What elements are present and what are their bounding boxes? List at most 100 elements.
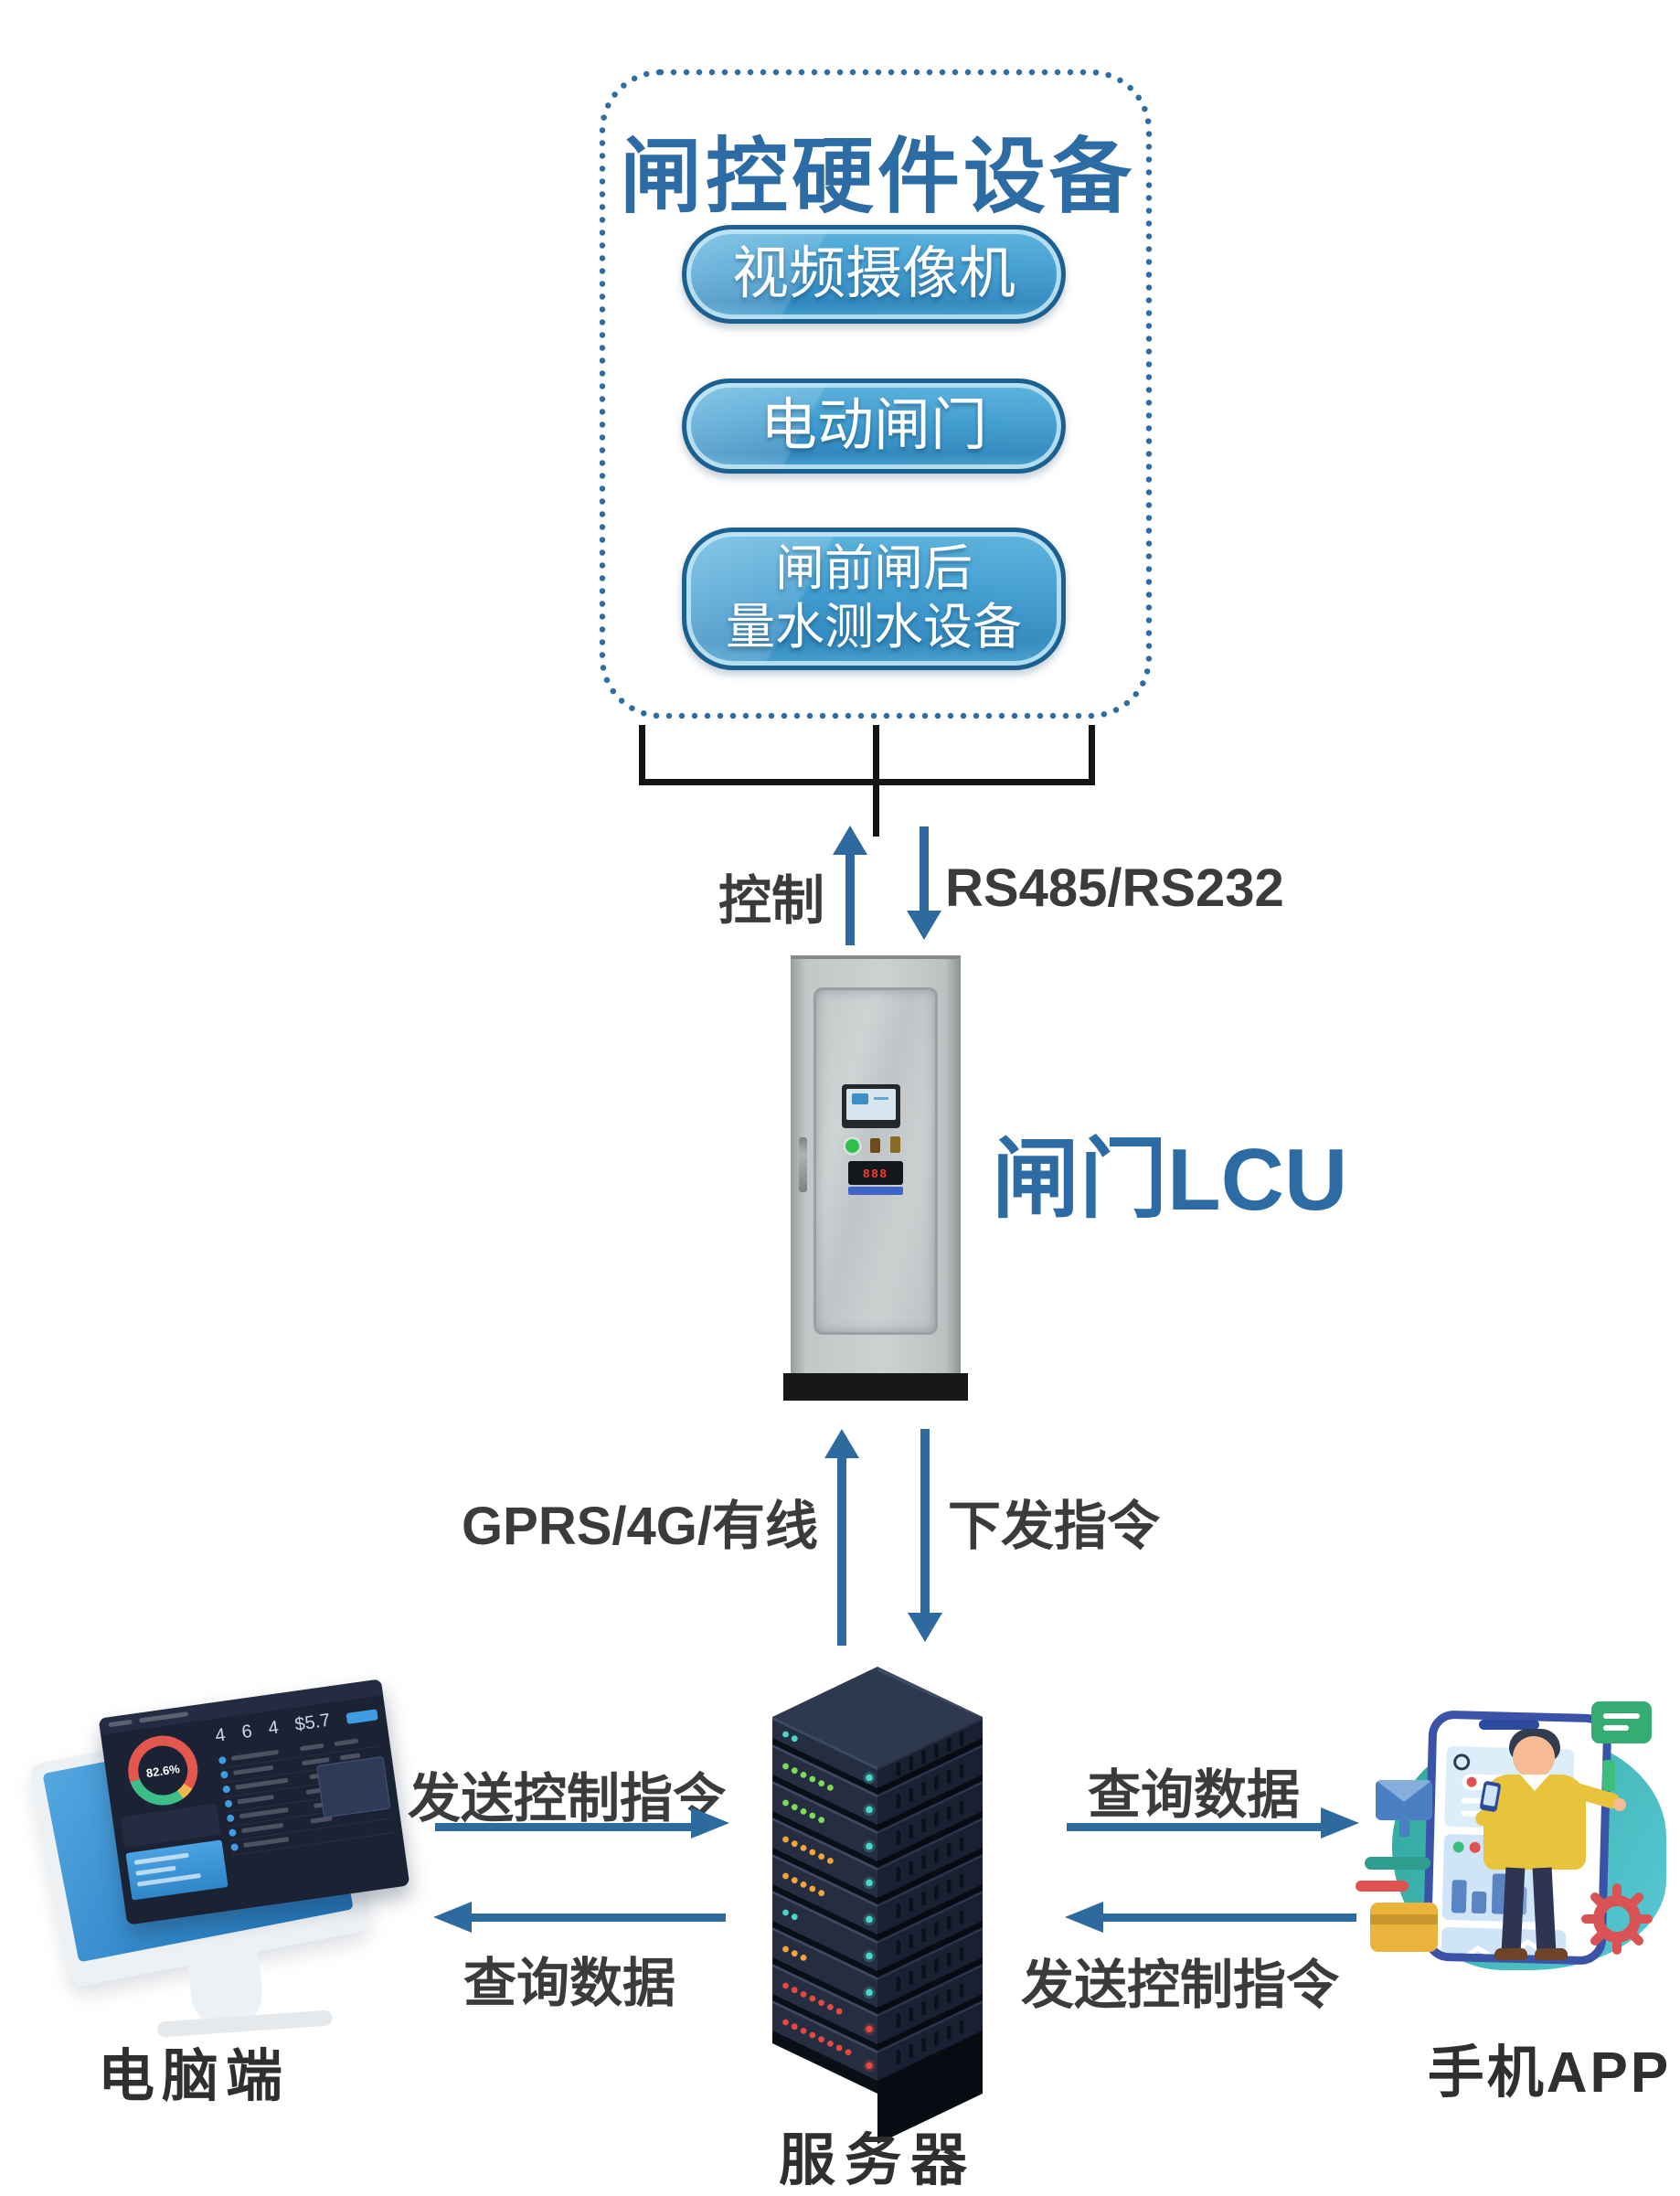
server-part bbox=[877, 1717, 983, 1770]
server-part bbox=[909, 2044, 913, 2058]
server-part bbox=[877, 1891, 983, 1971]
server-part bbox=[921, 2038, 926, 2052]
app-query-label: 查询数据 bbox=[1087, 1765, 1300, 1825]
server-part bbox=[877, 2000, 983, 2053]
bracket-left-stub bbox=[639, 725, 645, 784]
arrow-up-gprs-shaft bbox=[837, 1455, 846, 1646]
server-part bbox=[909, 1861, 913, 1875]
server-part bbox=[946, 1880, 952, 1894]
card-text-bar bbox=[135, 1865, 176, 1876]
server-part bbox=[845, 2049, 852, 2056]
server-part bbox=[800, 1990, 807, 1998]
server-part bbox=[782, 1982, 789, 1989]
server-part bbox=[959, 1732, 964, 1746]
target-icon bbox=[1452, 1754, 1471, 1771]
server-part bbox=[877, 1717, 983, 1788]
server-part bbox=[782, 1909, 789, 1916]
server-part bbox=[809, 1885, 816, 1892]
server-part bbox=[946, 1989, 952, 2004]
arrow-down-rs485-shaft bbox=[920, 826, 929, 912]
stat-value: 4 bbox=[267, 1717, 281, 1739]
server-part bbox=[866, 1915, 873, 1924]
pc-illustration: 82.6% 4 6 4 $5.7 bbox=[28, 1679, 410, 2038]
green-bar-decor bbox=[1365, 1857, 1430, 1870]
server-part bbox=[866, 2025, 873, 2033]
server-illustration bbox=[772, 1667, 983, 2144]
app-node-label: 手机APP bbox=[1427, 2041, 1672, 2105]
server-part bbox=[877, 1854, 983, 1907]
server-part bbox=[877, 1781, 983, 1834]
dashboard-right-column: 4 6 4 $5.7 bbox=[214, 1703, 400, 1902]
server-part bbox=[782, 1836, 789, 1843]
topbar-text-bar bbox=[108, 1719, 133, 1728]
arrow-up-gprs-head bbox=[824, 1429, 859, 1458]
device-pill-label: 闸前闸后 bbox=[775, 541, 973, 597]
server-part bbox=[791, 1987, 798, 1994]
server-part bbox=[800, 1807, 807, 1815]
server-part bbox=[934, 1995, 939, 2009]
server-part bbox=[772, 1891, 877, 1971]
arrow-left-app-send-head bbox=[1065, 1902, 1103, 1933]
server-part bbox=[866, 1879, 873, 1887]
hardware-box-dashed-border bbox=[599, 69, 1153, 720]
server-part bbox=[934, 1775, 939, 1790]
server-part bbox=[877, 2000, 983, 2081]
server-part bbox=[772, 1717, 877, 1770]
status-dot-green bbox=[1452, 1841, 1464, 1853]
server-part bbox=[866, 1988, 873, 1997]
server-part bbox=[909, 1971, 913, 1985]
device-pill-label: 视频摄像机 bbox=[731, 242, 1015, 306]
server-part bbox=[800, 1771, 807, 1778]
server-part bbox=[782, 2019, 789, 2026]
device-pill-gate: 电动闸门 bbox=[682, 378, 1066, 474]
device-pill-water-measuring: 闸前闸后 量水测水设备 bbox=[682, 528, 1066, 670]
hmi-schematic-block bbox=[852, 1093, 868, 1104]
server-part bbox=[800, 2027, 807, 2034]
green-tab-icon bbox=[1602, 1760, 1615, 1791]
person-head bbox=[1513, 1736, 1555, 1778]
pc-query-label: 查询数据 bbox=[463, 1954, 675, 2013]
cabinet-handle bbox=[799, 1137, 807, 1192]
server-part bbox=[772, 1744, 877, 1797]
server-part bbox=[791, 1804, 798, 1811]
person-left-shoe bbox=[1494, 1948, 1527, 1960]
server-part bbox=[782, 1872, 789, 1880]
cabinet-base bbox=[783, 1373, 968, 1401]
server-part bbox=[877, 1927, 983, 2008]
server-part bbox=[921, 1782, 926, 1796]
person-right-leg bbox=[1532, 1867, 1557, 1953]
server-part bbox=[877, 1818, 983, 1898]
server-part bbox=[946, 1843, 952, 1858]
phone-speaker bbox=[1479, 1720, 1539, 1730]
server-part bbox=[772, 1717, 877, 1788]
server-part bbox=[772, 1781, 877, 1834]
server-part bbox=[791, 2023, 798, 2031]
dashboard-screen: 82.6% 4 6 4 $5.7 bbox=[98, 1679, 410, 1925]
server-part bbox=[934, 1849, 939, 1863]
server-part bbox=[877, 1818, 983, 1871]
pc-node-label: 电脑端 bbox=[97, 2045, 290, 2108]
person-right-hand bbox=[1613, 1798, 1626, 1811]
server-node-label: 服务器 bbox=[778, 2129, 976, 2192]
server-part bbox=[818, 1817, 824, 1824]
server-part bbox=[959, 1800, 964, 1815]
cabinet-switch-icon bbox=[870, 1138, 880, 1153]
server-part bbox=[772, 2000, 877, 2053]
server-part bbox=[896, 1977, 901, 1991]
server-part bbox=[772, 1818, 877, 1871]
bracket-horizontal bbox=[639, 779, 1095, 785]
rs485-link-label: RS485/RS232 bbox=[945, 858, 1284, 918]
server-part bbox=[826, 2003, 834, 2010]
server-part bbox=[909, 1825, 913, 1839]
server-part bbox=[772, 1818, 877, 1898]
server-part bbox=[877, 1744, 983, 1797]
device-pill-camera: 视频摄像机 bbox=[682, 225, 1066, 324]
server-part bbox=[896, 1867, 901, 1882]
stat-value: $5.7 bbox=[293, 1710, 332, 1735]
server-part bbox=[791, 1914, 798, 1921]
server-part bbox=[896, 1794, 901, 1808]
server-part bbox=[818, 1999, 824, 2007]
arrow-down-rs485-head bbox=[907, 911, 941, 940]
server-part bbox=[921, 1892, 926, 1906]
